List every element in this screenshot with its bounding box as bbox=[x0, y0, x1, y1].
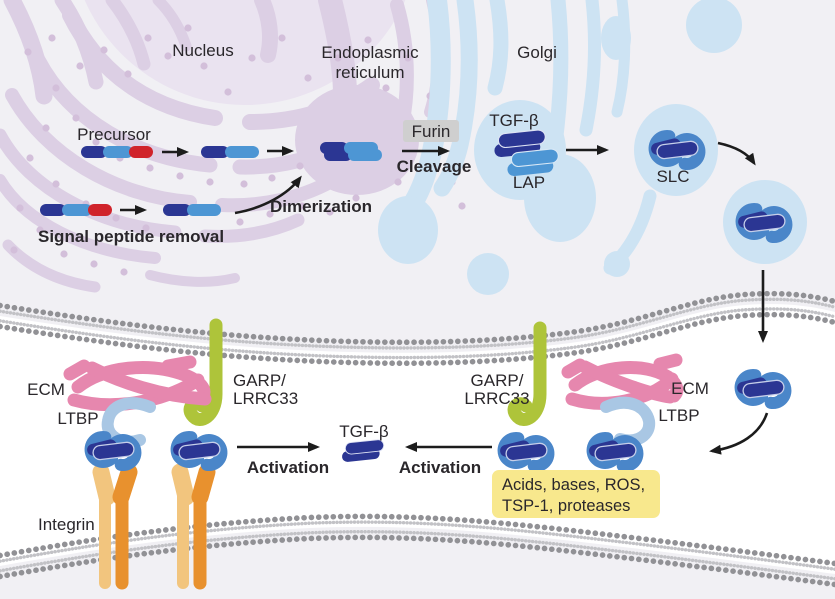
garp-left-label-line2: LRRC33 bbox=[233, 389, 298, 408]
slc-complex-secreted bbox=[736, 374, 789, 404]
signal-peptide-removal-label: Signal peptide removal bbox=[38, 227, 224, 246]
garp-left-label-line1: GARP/ bbox=[233, 371, 286, 390]
slc-complex-vesicle bbox=[737, 208, 790, 238]
stimuli-label-line2: TSP-1, proteases bbox=[502, 497, 630, 515]
nucleus-label: Nucleus bbox=[172, 41, 233, 60]
stimuli-box bbox=[492, 470, 660, 518]
ltbp-left-label: LTBP bbox=[57, 409, 98, 428]
precursor-molecule bbox=[81, 146, 153, 158]
tgfb-label-center: TGF-β bbox=[339, 422, 389, 441]
garp-right-label-line2: LRRC33 bbox=[464, 389, 529, 408]
monomer-molecule-2 bbox=[163, 204, 221, 216]
slc-complex-garp-right bbox=[499, 437, 552, 467]
precursor-label: Precursor bbox=[77, 125, 151, 144]
ltbp-right-label: LTBP bbox=[658, 406, 699, 425]
active-tgfb-dimer bbox=[340, 438, 386, 463]
stimuli-label-line1: Acids, bases, ROS, bbox=[502, 476, 645, 494]
secreted-slc-arrow bbox=[709, 412, 769, 455]
integrin-right-shape bbox=[171, 463, 216, 590]
integrin-label: Integrin bbox=[38, 515, 95, 534]
pro-tgfb-dimer bbox=[320, 142, 382, 161]
slc-label: SLC bbox=[656, 167, 689, 186]
er-label-line2: reticulum bbox=[336, 63, 405, 82]
er-label-line1: Endoplasmic bbox=[321, 43, 419, 62]
golgi-to-vesicle-arrow bbox=[717, 141, 756, 166]
golgi-label: Golgi bbox=[517, 43, 557, 62]
slc-complex-ltbp-left bbox=[86, 436, 139, 466]
pathway-arrows bbox=[120, 141, 769, 455]
lap-label: LAP bbox=[513, 173, 545, 192]
top-cell-membrane bbox=[0, 290, 835, 367]
slc-complex-garp-left bbox=[172, 436, 225, 466]
garp-right-label-line1: GARP/ bbox=[471, 371, 524, 390]
integrin-left-shape bbox=[92, 463, 138, 590]
precursor-molecule-2 bbox=[40, 204, 112, 216]
cleavage-label: Cleavage bbox=[397, 157, 472, 176]
activation-right-label: Activation bbox=[399, 458, 481, 477]
ltbp-right-shape bbox=[600, 396, 656, 447]
tgfb-label-golgi: TGF-β bbox=[489, 111, 539, 130]
garp-lrrc33-right-shape bbox=[507, 321, 547, 426]
ecm-left-label: ECM bbox=[27, 380, 65, 399]
ecm-right-label: ECM bbox=[671, 379, 709, 398]
monomer-molecule bbox=[201, 146, 259, 158]
furin-label: Furin bbox=[412, 122, 451, 141]
bottom-cell-membrane bbox=[0, 513, 835, 588]
slc-complex-ltbp-right bbox=[588, 437, 641, 467]
dimerization-label: Dimerization bbox=[270, 197, 372, 216]
dimerization-arrow bbox=[234, 175, 302, 215]
activation-left-label: Activation bbox=[247, 458, 329, 477]
slc-complex-golgi bbox=[650, 135, 703, 165]
furin-box bbox=[403, 120, 459, 142]
ecm-left-shape bbox=[63, 355, 212, 412]
